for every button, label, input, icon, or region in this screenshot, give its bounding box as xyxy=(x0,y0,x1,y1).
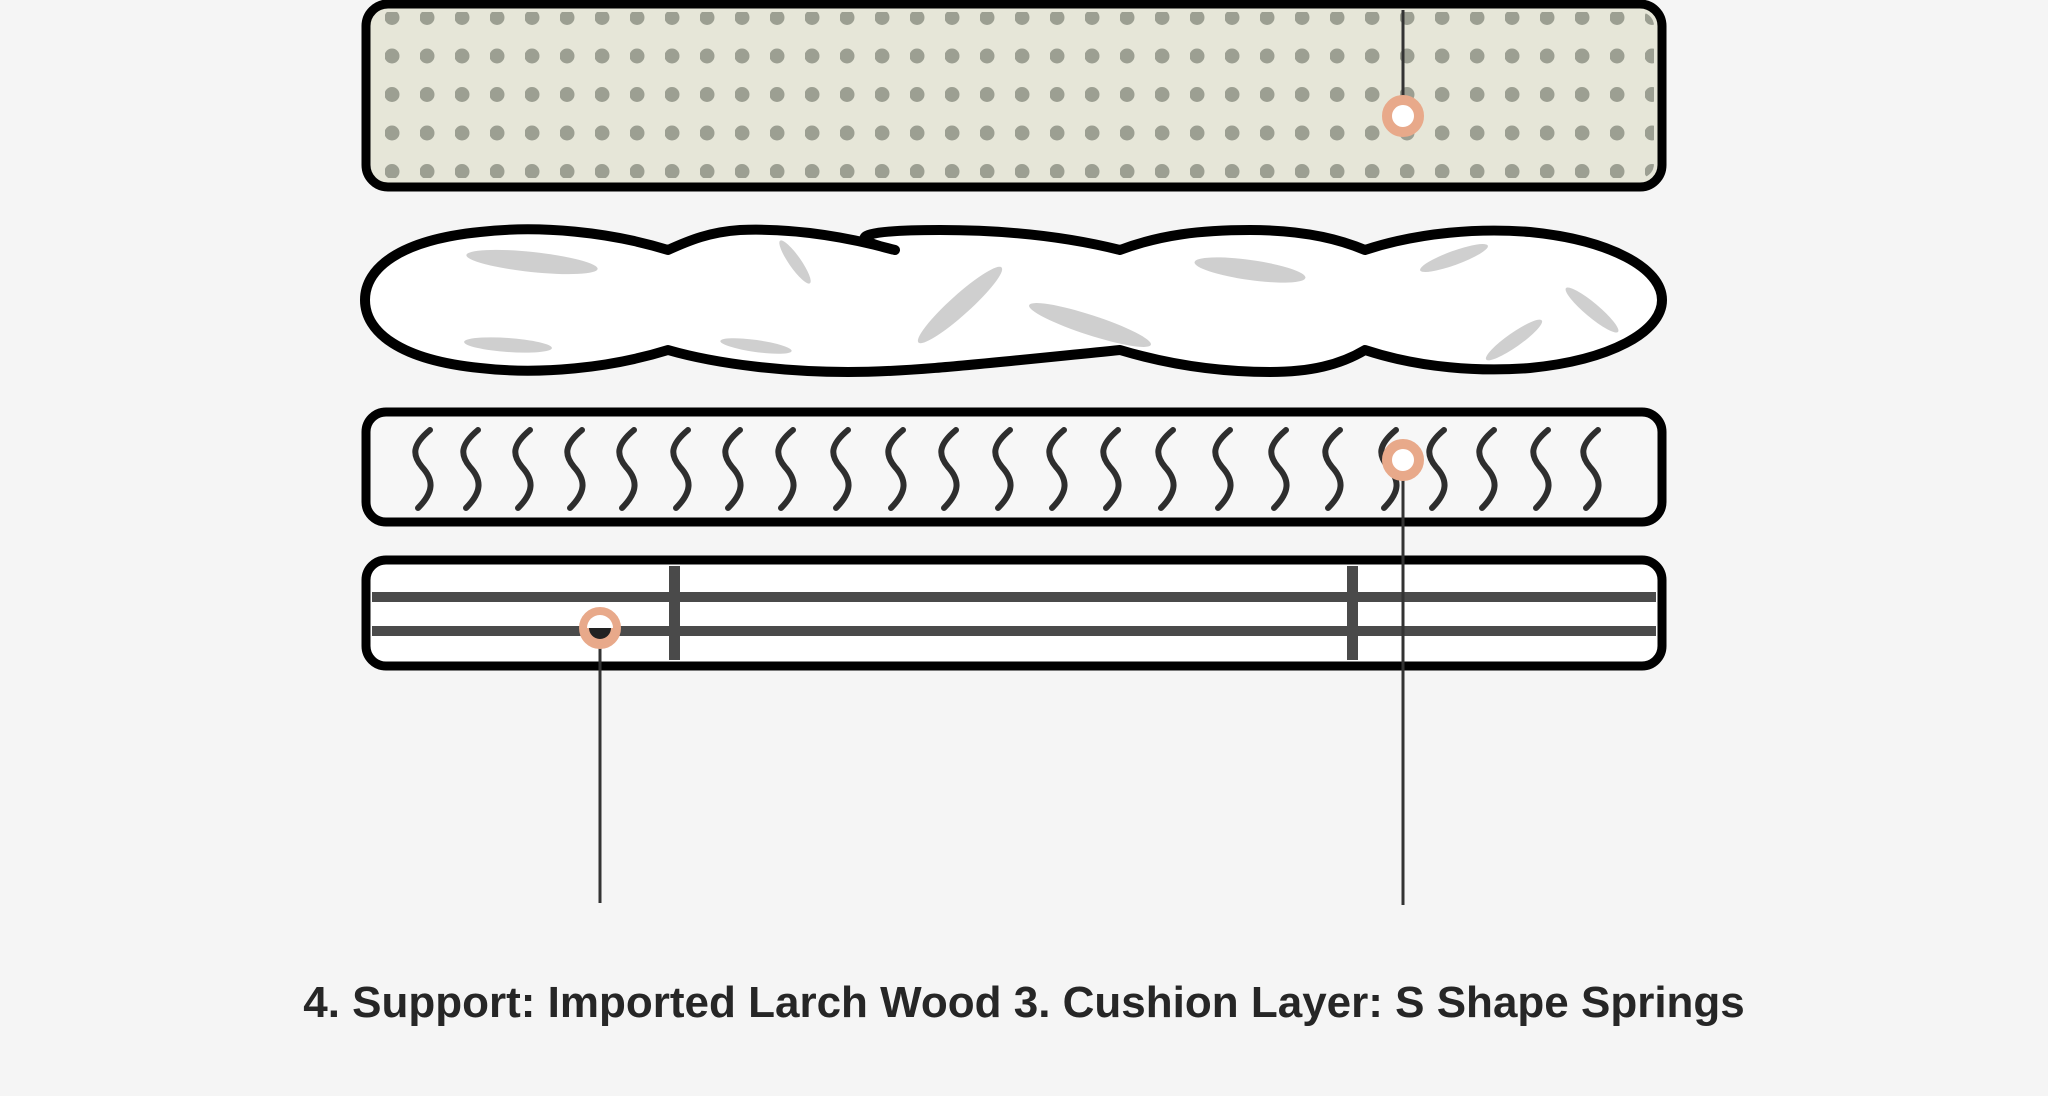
s-spring xyxy=(1100,427,1122,511)
spring-layer[interactable] xyxy=(361,407,1667,527)
s-spring xyxy=(460,427,482,511)
hotspot-marker-icon[interactable] xyxy=(1382,95,1424,137)
hotspot-marker-icon[interactable] xyxy=(579,607,621,649)
hotspot-marker-icon[interactable] xyxy=(1382,439,1424,481)
s-spring xyxy=(992,427,1014,511)
s-spring xyxy=(616,427,638,511)
feather-icon xyxy=(464,240,1619,361)
layer-caption: 4. Support: Imported Larch Wood 3. Cushi… xyxy=(303,978,1745,1027)
s-spring xyxy=(775,427,797,511)
feather-layer[interactable] xyxy=(360,224,1667,377)
leader-lines xyxy=(598,10,1405,905)
latex-layer[interactable] xyxy=(361,0,1667,192)
wood-support-layer[interactable] xyxy=(361,555,1667,671)
s-spring xyxy=(1155,427,1177,511)
s-spring xyxy=(412,427,434,511)
s-spring-icon xyxy=(412,427,1602,511)
s-spring xyxy=(1322,427,1344,511)
s-spring xyxy=(885,427,907,511)
s-spring xyxy=(722,427,744,511)
s-spring xyxy=(670,427,692,511)
s-spring xyxy=(1580,427,1602,511)
s-spring xyxy=(1268,427,1290,511)
s-spring xyxy=(564,427,586,511)
s-spring xyxy=(1046,427,1068,511)
s-spring xyxy=(1212,427,1234,511)
s-spring xyxy=(938,427,960,511)
s-spring xyxy=(1426,427,1448,511)
s-spring xyxy=(1530,427,1552,511)
s-spring xyxy=(830,427,852,511)
s-spring xyxy=(1476,427,1498,511)
s-spring xyxy=(512,427,534,511)
